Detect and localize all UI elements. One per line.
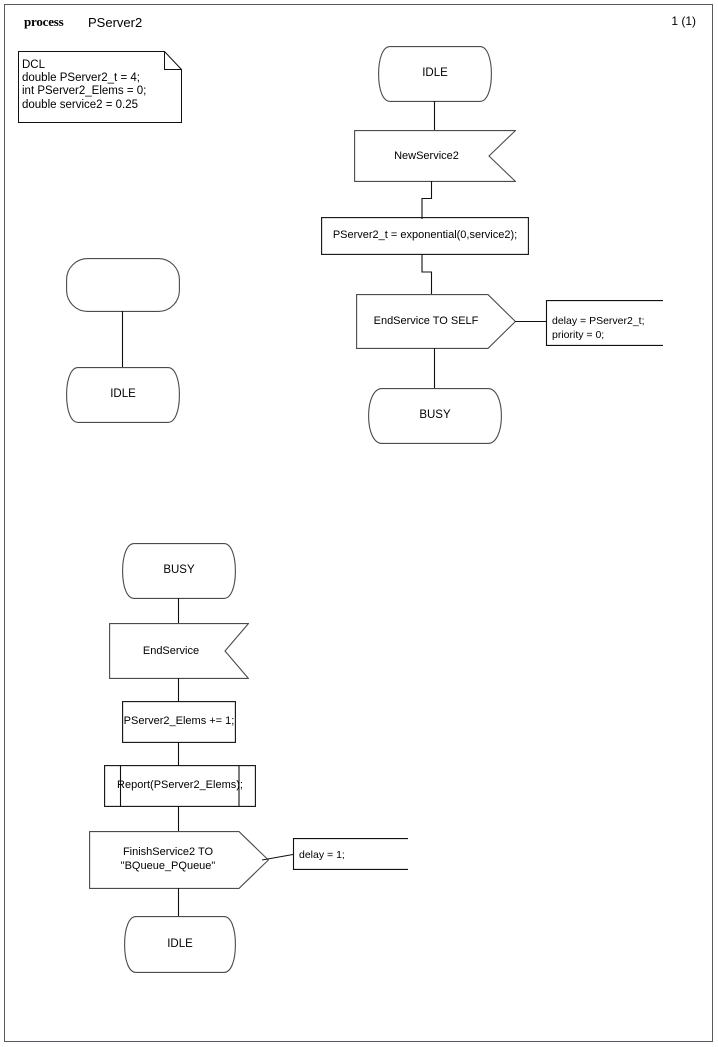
dcl-note-shape [18,51,182,123]
input-label-endservice: EndService [142,645,200,657]
state-label-busy-top: BUSY [419,409,451,421]
connector-output-to-idle [174,888,184,917]
connector-task-to-procedure [174,742,184,766]
output-symbol-endservice-self[interactable] [356,294,516,349]
connector-busy-to-endservice [174,598,184,624]
task-label-increment: PServer2_Elems += 1; [123,715,235,727]
comment-text-endservice: delay = PServer2_t; priority = 0; [552,315,645,341]
connector-endservice-to-busy [430,348,440,388]
state-label-busy-bottom: BUSY [163,564,195,576]
page-title-keyword: process [24,14,64,29]
connector-start-to-idle [118,311,128,368]
state-symbol-busy-top[interactable] [368,388,502,444]
state-symbol-busy-bottom[interactable] [122,543,236,599]
procedure-symbol-report[interactable] [104,765,256,807]
page-frame [4,4,713,1042]
dcl-note-text: DCL double PServer2_t = 4; int PServer2_… [22,59,147,111]
state-label-idle-left: IDLE [110,388,136,400]
connector-procedure-to-output [174,806,184,832]
output-label-finishservice2-line2: "BQueue_PQueue" [120,860,216,872]
page-title-name: PServer2 [88,15,143,30]
procedure-label-report: Report(PServer2_Elems); [117,779,243,791]
state-symbol-idle-bottom[interactable] [124,916,236,973]
comment-bracket-endservice [515,300,665,346]
state-label-idle-top: IDLE [422,67,448,79]
connector-endservice-to-task [174,678,184,702]
start-symbol[interactable] [66,258,180,312]
connector-idle-to-newservice2 [430,101,440,131]
connector-newservice2-to-task [410,181,450,219]
task-label-pserver2t: PServer2_t = exponential(0,service2); [332,229,518,241]
state-symbol-idle-top[interactable] [378,46,492,102]
state-symbol-idle-left[interactable] [66,367,180,423]
input-symbol-newservice2[interactable] [354,130,516,182]
state-label-idle-bottom: IDLE [167,938,193,950]
connector-task-to-endservice [410,254,450,294]
comment-text-finishservice2: delay = 1; [299,849,345,861]
comment-bracket-finishservice2 [262,838,410,870]
input-label-newservice2: NewService2 [394,150,459,162]
page-number: 1 (1) [671,14,696,28]
output-symbol-finishservice2[interactable] [89,831,269,889]
output-label-endservice-self: EndService TO SELF [373,315,479,327]
output-label-finishservice2-line1: FinishService2 TO [122,846,214,858]
task-symbol-pserver2t[interactable] [321,217,529,255]
input-symbol-endservice[interactable] [109,623,249,679]
